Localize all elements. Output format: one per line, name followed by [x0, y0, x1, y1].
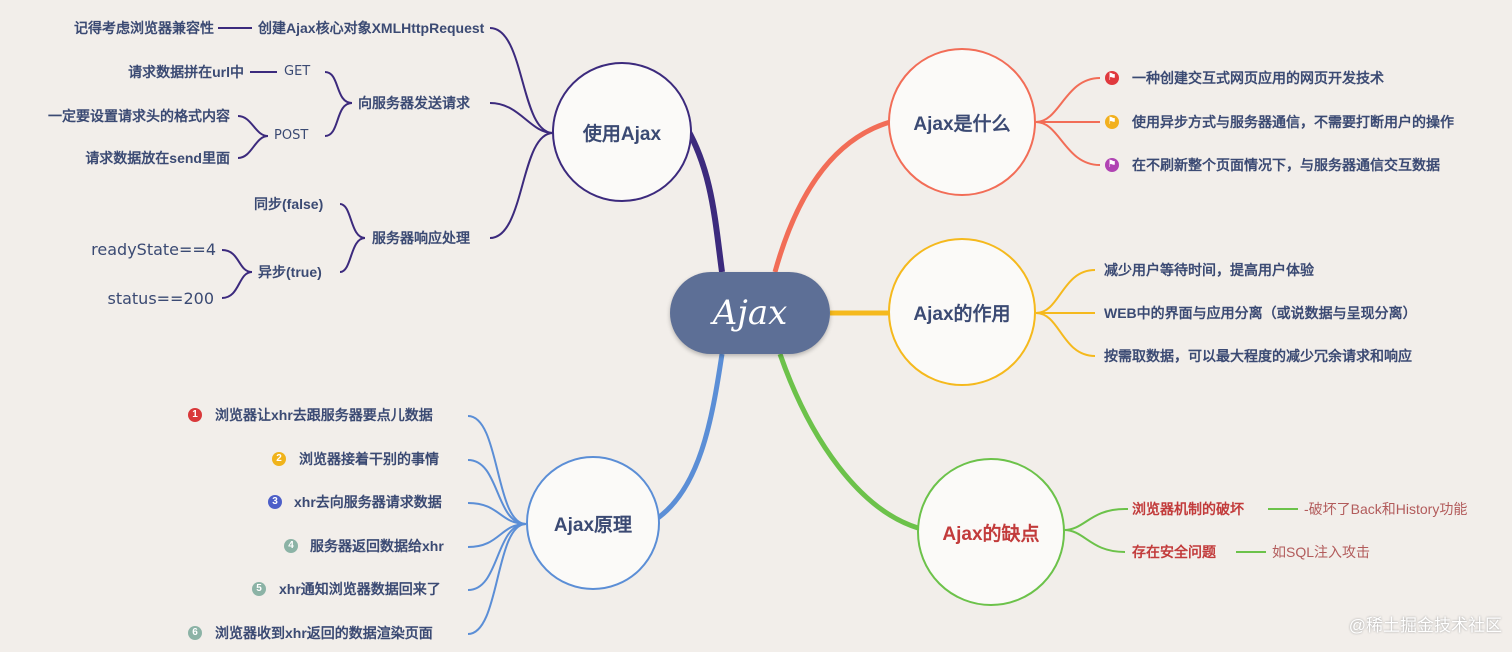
get-label: GET	[284, 64, 311, 79]
step-5-badge: 5	[252, 582, 266, 596]
branch-cons	[777, 353, 919, 531]
node-cons[interactable]: Ajax的缺点	[917, 458, 1065, 606]
post-label: POST	[274, 128, 309, 143]
branch-use	[682, 123, 725, 273]
response-label: 服务器响应处理	[372, 230, 470, 246]
cons-item-1: 浏览器机制的破坏	[1132, 501, 1244, 517]
center-node[interactable]: Ajax	[670, 272, 830, 354]
flag-icon: ⚑	[1105, 158, 1119, 172]
node-principle-label: Ajax原理	[553, 514, 633, 536]
create-note: 记得考虑浏览器兼容性	[74, 20, 214, 36]
what-item-2: 使用异步方式与服务器通信，不需要打断用户的操作	[1132, 114, 1454, 130]
role-item-1: 减少用户等待时间，提高用户体验	[1104, 262, 1314, 278]
step-4: 服务器返回数据给xhr	[310, 538, 444, 554]
cons-item-2: 存在安全问题	[1132, 544, 1216, 560]
node-what[interactable]: Ajax是什么	[888, 48, 1036, 196]
step-5: xhr通知浏览器数据回来了	[279, 581, 441, 597]
get-note: 请求数据拼在url中	[128, 64, 244, 80]
create-label: 创建Ajax核心对象XMLHttpRequest	[258, 20, 485, 36]
node-principle[interactable]: Ajax原理	[526, 456, 660, 590]
node-cons-label: Ajax的缺点	[942, 523, 1040, 545]
send-label: 向服务器发送请求	[358, 95, 470, 111]
watermark: @稀土掘金技术社区	[1348, 616, 1502, 635]
flag-icon: ⚑	[1105, 115, 1119, 129]
sync-label: 同步(false)	[254, 196, 324, 212]
ready-state: readyState==4	[91, 240, 216, 259]
step-2: 浏览器接着干别的事情	[299, 451, 439, 467]
cons-note-1: -破坏了Back和History功能	[1304, 501, 1468, 517]
node-role[interactable]: Ajax的作用	[888, 238, 1036, 386]
what-item-3: 在不刷新整个页面情况下，与服务器通信交互数据	[1132, 157, 1440, 173]
step-3: xhr去向服务器请求数据	[294, 494, 442, 510]
role-item-3: 按需取数据，可以最大程度的减少冗余请求和响应	[1104, 348, 1412, 364]
step-6: 浏览器收到xhr返回的数据渲染页面	[215, 625, 433, 641]
async-label: 异步(true)	[258, 264, 322, 280]
node-what-label: Ajax是什么	[913, 113, 1011, 135]
role-item-2: WEB中的界面与应用分离（或说数据与呈现分离）	[1104, 305, 1417, 321]
step-4-badge: 4	[284, 539, 298, 553]
what-item-1: 一种创建交互式网页应用的网页开发技术	[1132, 70, 1384, 86]
cons-note-2: 如SQL注入攻击	[1272, 544, 1371, 560]
node-role-label: Ajax的作用	[913, 303, 1011, 325]
step-3-badge: 3	[268, 495, 282, 509]
step-6-badge: 6	[188, 626, 202, 640]
post-note-2: 请求数据放在send里面	[85, 150, 230, 166]
branch-principle	[653, 353, 725, 523]
step-1: 浏览器让xhr去跟服务器要点儿数据	[215, 407, 433, 423]
node-use[interactable]: 使用Ajax	[552, 62, 692, 202]
step-2-badge: 2	[272, 452, 286, 466]
status-code: status==200	[107, 289, 214, 308]
flag-icon: ⚑	[1105, 71, 1119, 85]
branch-what	[772, 119, 891, 273]
step-1-badge: 1	[188, 408, 202, 422]
post-note-1: 一定要设置请求头的格式内容	[48, 108, 230, 124]
node-use-label: 使用Ajax	[582, 123, 662, 145]
